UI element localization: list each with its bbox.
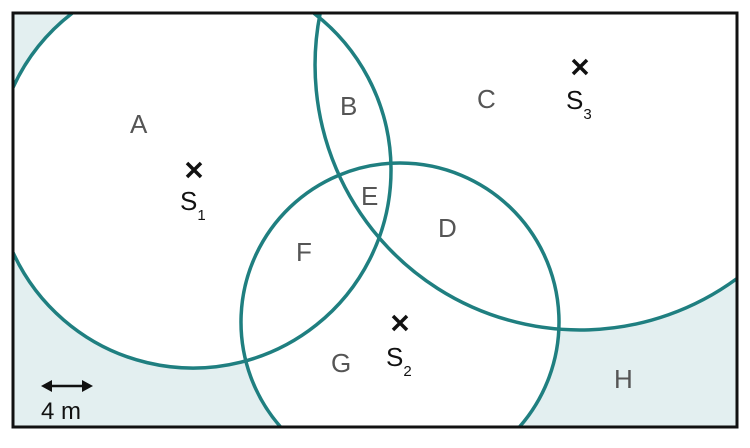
region-label: B [340, 91, 357, 121]
station-s2-cross-icon [391, 314, 409, 332]
scale-label: 4 m [41, 398, 81, 425]
region-label: D [438, 213, 457, 243]
region-label: H [614, 364, 633, 394]
boundary-rectangle [11, 11, 739, 429]
circle-s2 [239, 161, 561, 427]
station-s1-cross-icon [185, 161, 203, 179]
station-s3-cross-icon [571, 58, 589, 76]
station-s2-label: S2 [386, 342, 412, 380]
region-label: G [331, 348, 351, 378]
circle-s3 [313, 13, 737, 332]
region-label: E [361, 181, 378, 211]
circle-s1 [13, 13, 393, 370]
region-label: F [296, 237, 312, 267]
station-s1-label: S1 [180, 186, 206, 224]
station-s3-label: S3 [566, 85, 592, 123]
circle-s3-coverage [315, 13, 737, 330]
region-label: C [477, 84, 496, 114]
region-label: A [130, 109, 148, 139]
scale-arrow-icon [41, 380, 93, 392]
